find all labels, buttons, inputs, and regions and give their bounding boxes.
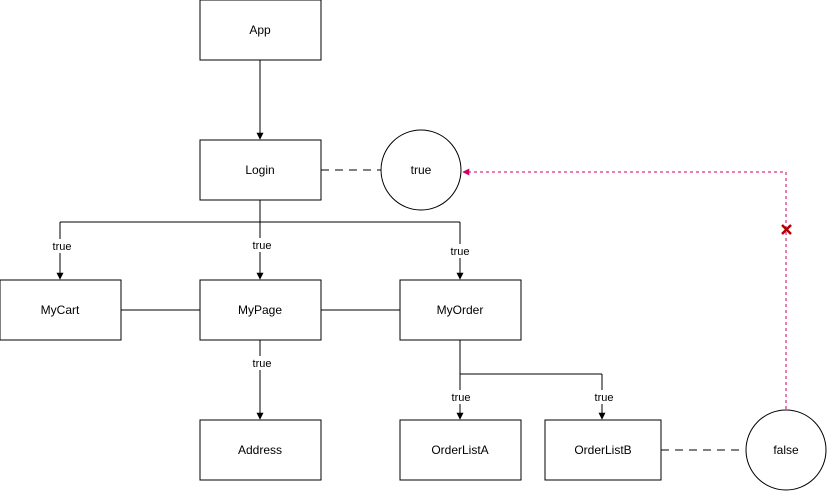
node-address-label: Address bbox=[238, 443, 282, 457]
edge-label-myorder-orderlista: true bbox=[452, 392, 471, 404]
node-orderlista[interactable]: OrderListA bbox=[399, 419, 522, 481]
node-app-label: App bbox=[249, 23, 271, 37]
node-mycart-label: MyCart bbox=[41, 303, 80, 317]
node-true-circle[interactable]: true bbox=[380, 129, 462, 211]
edge-label-login-mypage: true bbox=[253, 240, 272, 252]
edge-label-login-myorder: true bbox=[451, 246, 470, 258]
node-orderlista-label: OrderListA bbox=[431, 443, 488, 457]
node-myorder[interactable]: MyOrder bbox=[399, 279, 522, 341]
node-orderlistb[interactable]: OrderListB bbox=[544, 419, 662, 481]
node-false-circle[interactable]: false bbox=[745, 409, 827, 491]
node-mycart[interactable]: MyCart bbox=[0, 279, 122, 341]
edge-label-login-mycart: true bbox=[53, 241, 72, 253]
node-address[interactable]: Address bbox=[199, 419, 322, 481]
node-true-circle-label: true bbox=[411, 163, 432, 177]
node-myorder-label: MyOrder bbox=[437, 303, 484, 317]
node-false-circle-label: false bbox=[773, 443, 799, 457]
x-mark-icon bbox=[781, 224, 792, 235]
edges bbox=[56, 60, 787, 451]
node-mypage-label: MyPage bbox=[238, 303, 282, 317]
edge-label-mypage-address: true bbox=[253, 358, 272, 370]
blocked-link-false-to-true bbox=[462, 168, 787, 409]
node-login[interactable]: Login bbox=[199, 139, 322, 201]
node-orderlistb-label: OrderListB bbox=[574, 443, 631, 457]
edge-labels: true true true true true true bbox=[51, 238, 615, 404]
node-login-label: Login bbox=[245, 163, 274, 177]
edge-label-myorder-orderlistb: true bbox=[595, 392, 614, 404]
node-app[interactable]: App bbox=[199, 0, 322, 61]
node-mypage[interactable]: MyPage bbox=[199, 279, 322, 341]
